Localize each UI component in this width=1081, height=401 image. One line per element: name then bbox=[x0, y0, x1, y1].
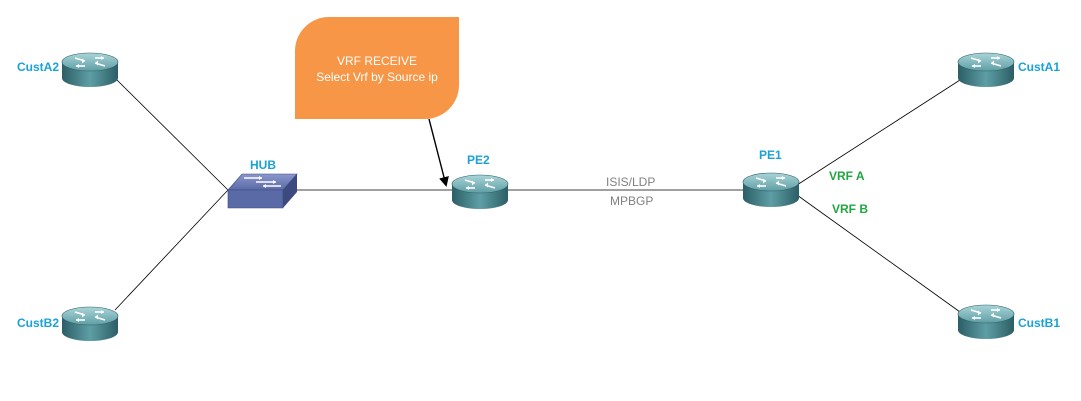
callout-subtitle: Select Vrf by Source ip bbox=[316, 70, 438, 84]
callout-pointer-arrow bbox=[428, 118, 449, 187]
link-custa2-hub bbox=[114, 77, 229, 191]
router-icon[interactable] bbox=[957, 52, 1015, 88]
router-icon[interactable] bbox=[742, 172, 800, 208]
label-mpbgp: MPBGP bbox=[610, 194, 654, 208]
label-custb1: CustB1 bbox=[1018, 316, 1061, 330]
label-custa1: CustA1 bbox=[1018, 60, 1061, 74]
router-icon[interactable] bbox=[61, 306, 119, 342]
router-icon[interactable] bbox=[451, 174, 509, 210]
link-custb2-hub bbox=[114, 189, 229, 311]
switch-icon[interactable] bbox=[227, 173, 298, 209]
link-pe1-custa1 bbox=[796, 79, 961, 186]
router-icon[interactable] bbox=[61, 52, 119, 88]
label-pe1: PE1 bbox=[759, 148, 782, 162]
label-custa2: CustA2 bbox=[17, 60, 60, 74]
label-vrf-b: VRF B bbox=[832, 202, 868, 216]
router-icon[interactable] bbox=[957, 304, 1015, 340]
link-pe1-custb1 bbox=[796, 194, 961, 313]
label-vrf-a: VRF A bbox=[829, 169, 865, 183]
callout-title: VRF RECEIVE bbox=[336, 54, 417, 68]
label-custb2: CustB2 bbox=[17, 316, 60, 330]
label-isis-ldp: ISIS/LDP bbox=[606, 175, 656, 189]
label-hub: HUB bbox=[250, 158, 276, 172]
links bbox=[114, 77, 961, 313]
vrf-receive-callout: VRF RECEIVE Select Vrf by Source ip bbox=[295, 17, 459, 119]
label-pe2: PE2 bbox=[467, 153, 490, 167]
